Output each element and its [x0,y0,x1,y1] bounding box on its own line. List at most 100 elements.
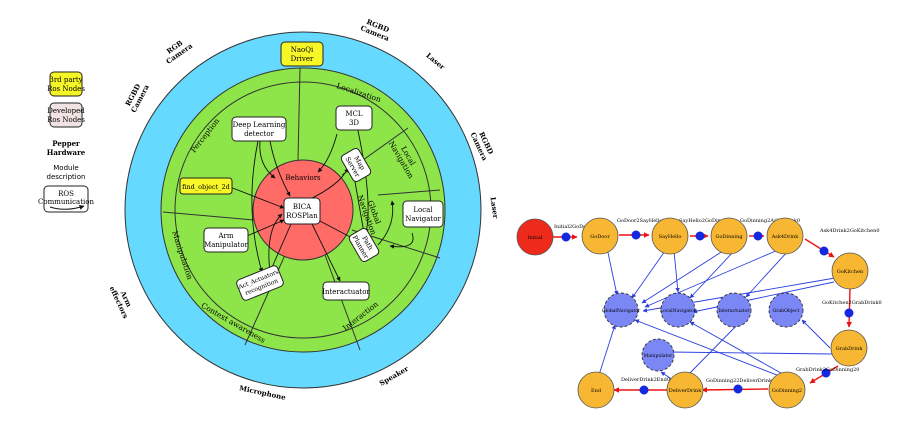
transition-dot [639,385,649,395]
svg-text:Driver: Driver [291,55,314,63]
legend-ros-comm-line2: Communication [38,198,94,206]
find-object-label: find_object_2d [182,183,230,191]
edge [246,219,285,237]
transition-label-6: GoKitchen2GrabDrink0 [822,300,882,306]
transition-label-8: GoDinning22DeliverDrink0 [706,378,775,384]
svg-text:Interactuator: Interactuator [322,288,370,296]
component-local-navigator-label: LocalNavigator [660,308,697,314]
component-global-navigator-label: GlobalNavigator [602,308,641,314]
transition-label-7: GrabDrink2GoDinning20 [796,367,859,373]
edge [307,167,349,201]
dependency-edge [686,319,743,377]
transition-dot [695,231,705,241]
svg-text:GoDoor: GoDoor [590,234,610,240]
component-manipulator-label: Manipulator [644,353,674,359]
svg-text:GoDinning: GoDinning [715,234,743,240]
dependency-edge [634,319,801,385]
state-deliver-drink [666,371,704,409]
svg-text:RGBCamera: RGBCamera [160,34,195,66]
transition-label-9: DeliverDrink2End0 [621,377,670,383]
svg-text:Hardware: Hardware [47,148,86,157]
edge [353,175,366,234]
dependency-edge [692,281,835,314]
legend-hardware-line1: Pepper [52,139,80,148]
dependency-edge [801,319,831,349]
flow-edge [804,238,835,258]
dependency-edge [597,324,616,379]
legend: 3rd party Ros Nodes Developed Ros Nodes … [38,71,94,213]
arm-manipulator-line2: Manipulator [204,241,249,249]
svg-text:GoDinning2: GoDinning2 [772,388,802,394]
svg-text:BICA: BICA [293,203,312,211]
transition-label-5: Ask4Drink2GoKitchen0 [819,228,880,234]
state-go-dinning-label: GoDinning [715,234,743,240]
mcl-line2: 3D [349,119,359,127]
svg-text:GoDinning2Ask4Drink0: GoDinning2Ask4Drink0 [740,218,800,224]
svg-text:Behaviors: Behaviors [285,174,321,182]
interactuator-label: Interactuator [322,288,370,296]
svg-text:Navigator: Navigator [405,215,441,223]
hw-laser-top: Laser [424,51,447,72]
transition-dot [819,246,829,256]
state-initial [516,218,554,256]
legend-module-line1: Module [53,164,78,172]
svg-text:Ask4Drink2GoKitchen0: Ask4Drink2GoKitchen0 [819,228,880,234]
state-go-door-label: GoDoor [590,234,610,240]
component-grab-object [768,292,804,328]
svg-text:Armeffectors: Armeffectors [108,281,138,319]
component-global-navigator [603,292,639,328]
state-go-kitchen-label: GoKitchen [837,269,864,275]
edge [269,223,292,273]
svg-text:DeliverDrink: DeliverDrink [669,388,703,394]
svg-text:Laser: Laser [424,51,447,72]
svg-text:Ask4Drink: Ask4Drink [771,234,800,240]
edge [389,232,414,249]
state-say-hello-label: SayHello [659,234,682,240]
dependency-edge [606,247,619,296]
component-grab-object-label: GrabObject [773,308,800,314]
legend-ros-comm-box [43,185,89,213]
state-initial-label: Initial [528,235,543,241]
naoqi-line1: NaoQi [291,46,314,54]
svg-text:Manipulator: Manipulator [204,241,249,249]
edge [229,186,285,209]
arm-manipulator-node [203,227,249,253]
svg-text:description: description [47,173,86,181]
state-ask4drink-label: Ask4Drink [771,234,800,240]
svg-text:Ros Nodes: Ros Nodes [47,116,85,124]
behaviors-label: Behaviors [285,174,321,182]
svg-text:Arm: Arm [217,232,233,240]
dependency-edge [669,349,833,355]
dependency-edge [631,250,666,299]
svg-text:Communication: Communication [38,198,94,206]
svg-text:Deep Learning: Deep Learning [233,121,286,129]
component-manipulator [641,338,675,372]
legend-ros-comm-arrow [49,205,85,210]
deep-learning-line2: detector [244,130,275,138]
state-go-dinning2-label: GoDinning2 [772,388,802,394]
transition-dot [631,230,641,240]
mcl-line1: MCL [345,110,363,118]
interactuator-node [322,281,370,301]
deep-learning-line1: Deep Learning [233,121,286,129]
state-ask4drink [766,217,804,255]
svg-text:GrabDrink2GoDinning20: GrabDrink2GoDinning20 [796,367,859,373]
legend-module-line2: description [47,173,86,181]
actuators-recognition-node [236,265,284,301]
legend-developed-box [49,102,83,128]
transition-dot [753,231,763,241]
svg-text:NaoQi: NaoQi [291,46,314,54]
svg-text:Manipulator: Manipulator [644,353,674,359]
mcl-node [335,105,373,131]
robot-architecture-circle: RGBDCamera Laser RGBDCamera Laser Speake… [108,17,501,402]
svg-text:SayHello2GoDinning0: SayHello2GoDinning0 [679,218,735,224]
state-go-door [581,217,619,255]
divider [297,67,301,161]
state-go-dinning2 [768,371,806,409]
transition-label-4: GoDinning2Ask4Drink0 [740,218,800,224]
svg-text:Initial: Initial [528,235,543,241]
dependency-edge [673,250,680,293]
divider [162,211,255,221]
transition-dot [844,308,854,318]
